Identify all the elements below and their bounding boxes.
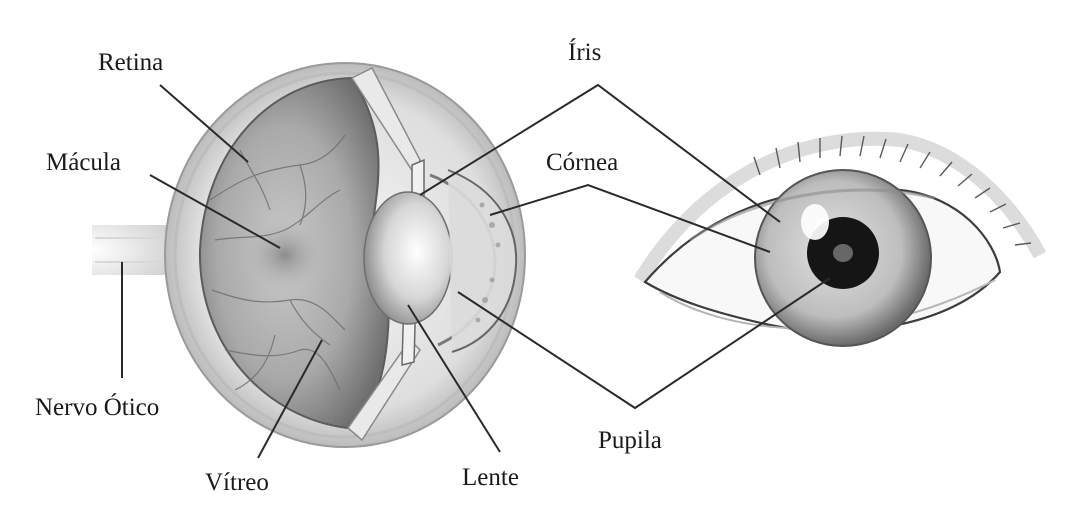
label-cornea: Córnea [546,149,618,176]
label-retina: Retina [98,49,163,76]
label-lente: Lente [462,464,519,491]
eyeball-cross-section [165,63,525,447]
external-eye [640,136,1040,346]
label-vitreo: Vítreo [205,469,269,496]
label-nervo-otico: Nervo Ótico [35,393,159,421]
label-iris: Íris [568,38,601,66]
label-pupila: Pupila [598,427,662,454]
label-macula: Mácula [46,149,121,176]
lens-shape [364,192,452,324]
